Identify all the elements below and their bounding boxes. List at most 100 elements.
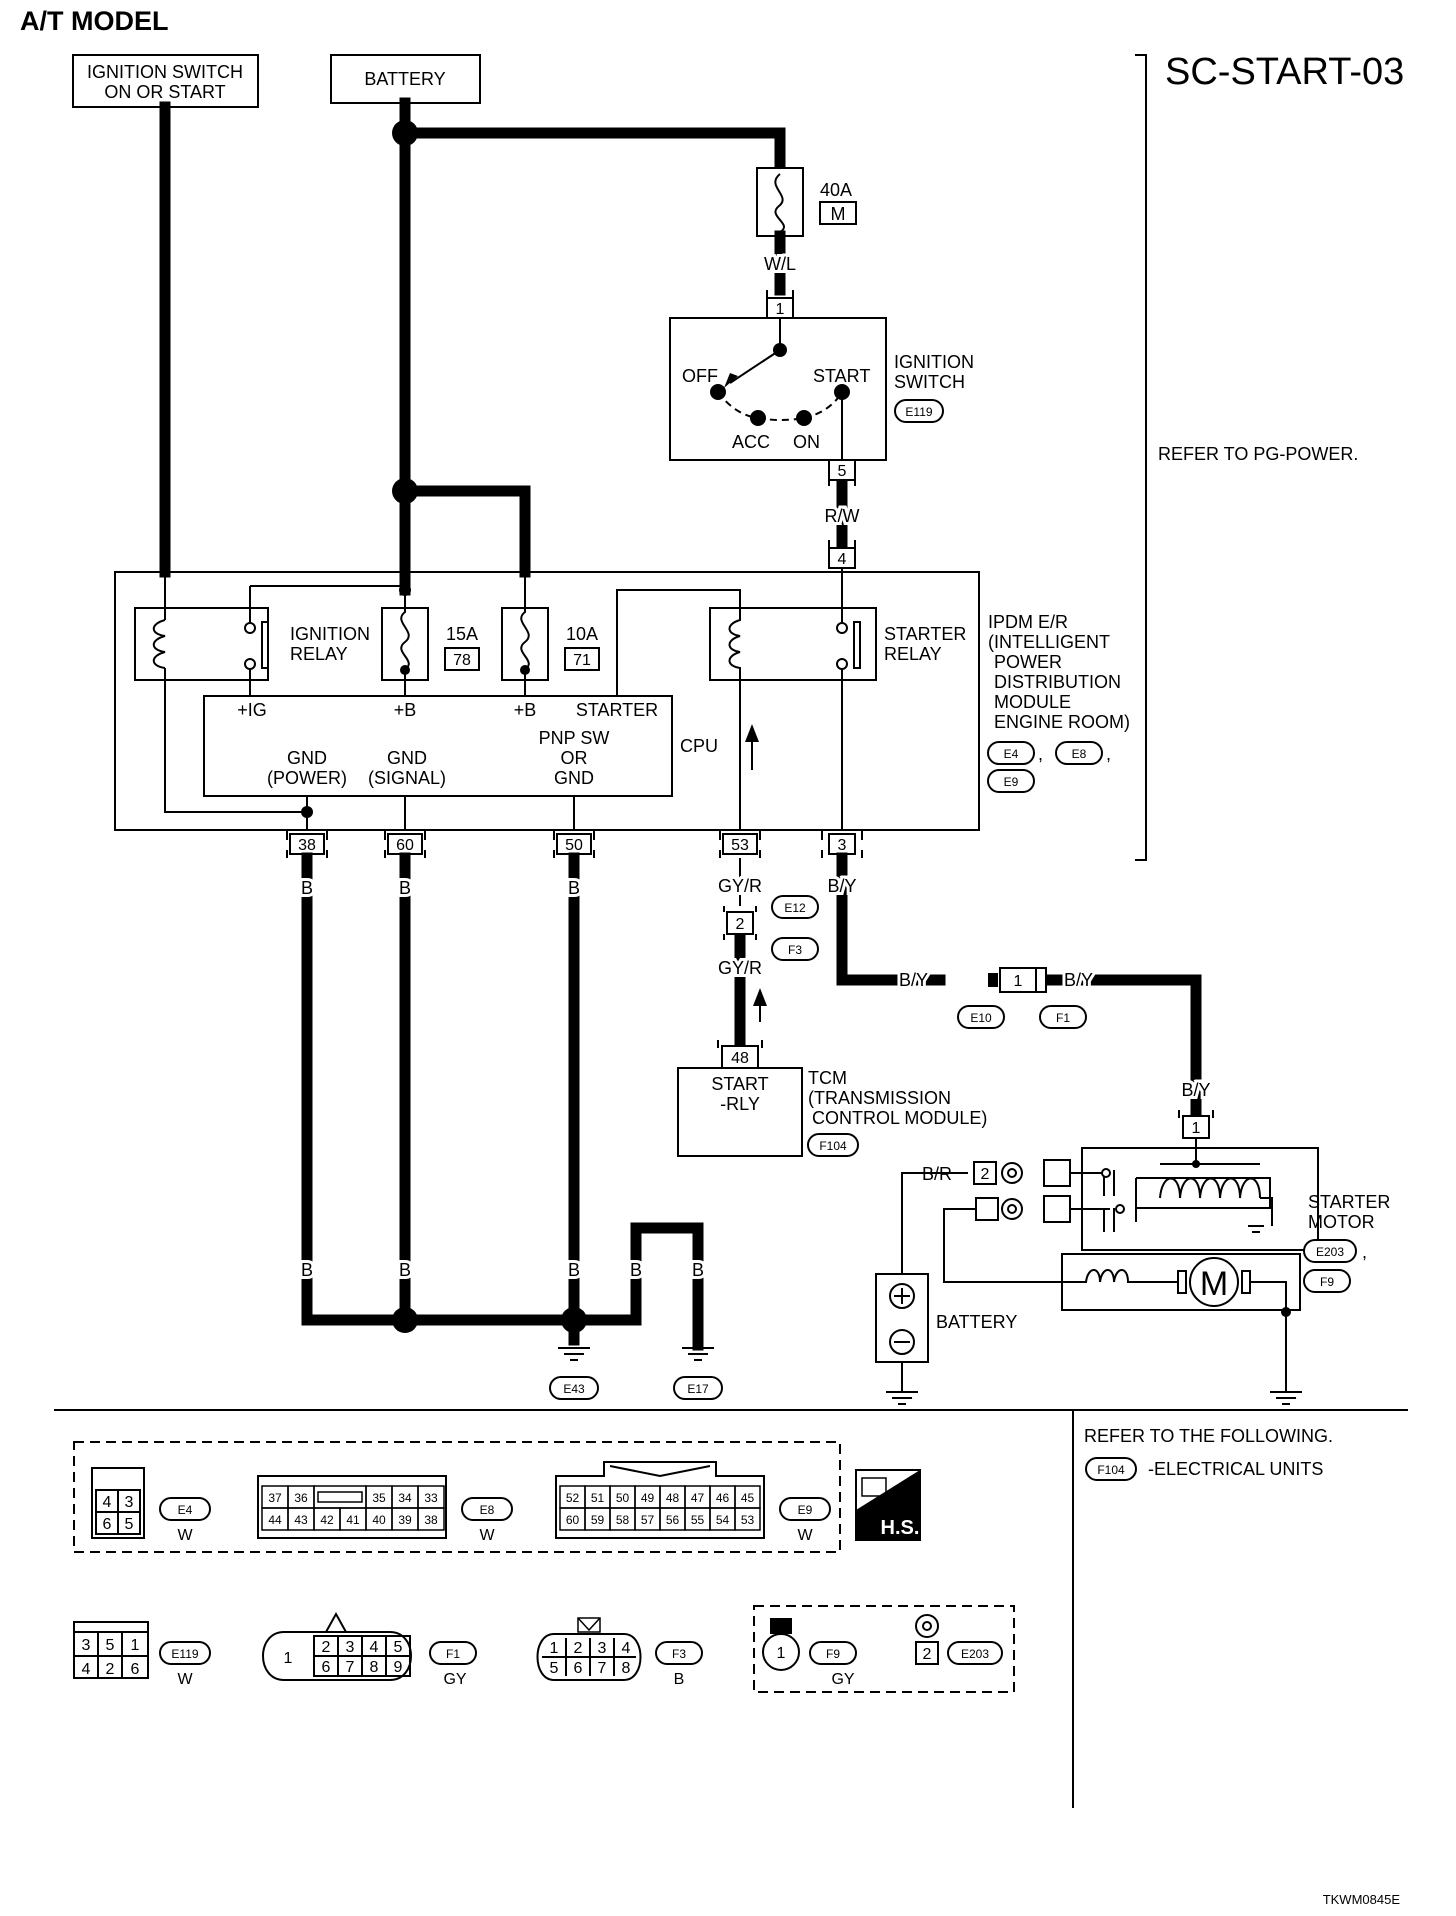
starter-motor-return bbox=[1250, 1281, 1287, 1310]
ign-relay-label1: IGNITION bbox=[290, 624, 370, 644]
pin-number: 49 bbox=[641, 1491, 655, 1505]
pin-number: 51 bbox=[591, 1491, 605, 1505]
cpu-term-b2: +B bbox=[514, 700, 537, 720]
fuse-15a-no: 78 bbox=[453, 652, 471, 669]
face-e4-shell bbox=[91, 1467, 145, 1539]
pin-number: 33 bbox=[424, 1491, 438, 1505]
starter-motor-label2: MOTOR bbox=[1308, 1212, 1375, 1232]
face-f1-r1c2: 8 bbox=[370, 1659, 379, 1676]
face-f1-big: 1 bbox=[284, 1650, 293, 1667]
pin-number: 41 bbox=[346, 1513, 360, 1527]
face-f1-cells bbox=[314, 1636, 410, 1676]
tcm-pin-sides bbox=[717, 1040, 763, 1048]
face-e4-r1c1: 5 bbox=[125, 1516, 134, 1533]
starter-relay-box bbox=[709, 607, 877, 681]
starter-relay-label2: RELAY bbox=[884, 644, 942, 664]
joint-conn-f3: F3 bbox=[788, 943, 802, 957]
face-e119-shell bbox=[73, 1621, 149, 1679]
ipdm-conn-e4: E4 bbox=[1004, 747, 1019, 761]
wire-label-by-4: B/Y bbox=[1181, 1080, 1210, 1100]
face-f1-r0c2: 4 bbox=[370, 1639, 379, 1656]
pin-number: 53 bbox=[741, 1513, 755, 1527]
starter-contact-pt2 bbox=[1115, 1204, 1125, 1214]
conn-pin5-sides bbox=[828, 478, 856, 486]
splice-gnd-2 bbox=[561, 1307, 587, 1333]
face-f1-r1c1: 7 bbox=[346, 1659, 355, 1676]
ground-e43: E43 bbox=[563, 1382, 585, 1396]
pin-number: 39 bbox=[398, 1513, 412, 1527]
starter-relay-label1: STARTER bbox=[884, 624, 966, 644]
svg-text:B: B bbox=[692, 1260, 704, 1280]
starter-brush-right bbox=[1241, 1270, 1251, 1294]
starter-relay-control bbox=[616, 589, 741, 696]
starter-pin1-sides bbox=[1178, 1110, 1214, 1118]
hs-connector-icon bbox=[861, 1477, 887, 1497]
joint-conn-box bbox=[726, 911, 754, 935]
face-f3-r0c2: 3 bbox=[598, 1640, 607, 1657]
fuse-10a-element bbox=[520, 572, 530, 696]
face-e119-r1c2: 6 bbox=[131, 1661, 140, 1678]
svg-text:B: B bbox=[301, 1260, 313, 1280]
pin-number: 58 bbox=[616, 1513, 630, 1527]
tcm-pin: 48 bbox=[731, 1050, 749, 1067]
starter-pin2-box bbox=[973, 1161, 997, 1185]
ign-switch-connector: E119 bbox=[905, 405, 932, 419]
ignition-source-box bbox=[72, 54, 259, 108]
face-e4-r1c0: 6 bbox=[103, 1516, 112, 1533]
wire-gnd-jumper bbox=[568, 1222, 704, 1351]
fuse-10a-no: 71 bbox=[573, 652, 591, 669]
pin-number: 55 bbox=[691, 1513, 705, 1527]
wire-label-wl: W/L bbox=[764, 254, 796, 274]
starter-pin2: 2 bbox=[981, 1166, 990, 1183]
svg-text:B: B bbox=[399, 1260, 411, 1280]
inline-conn-e10: E10 bbox=[970, 1011, 992, 1025]
ign-switch-label2: SWITCH bbox=[894, 372, 965, 392]
pin-number: 36 bbox=[294, 1491, 308, 1505]
pin-cell bbox=[417, 1507, 445, 1531]
face-e203-id: E203 bbox=[961, 1647, 989, 1661]
face-e4-badge bbox=[159, 1497, 211, 1521]
refer-pg-power: REFER TO PG-POWER. bbox=[1158, 444, 1358, 464]
face-e203-badge bbox=[947, 1641, 1003, 1665]
ign-label-start: START bbox=[813, 366, 870, 386]
ipdm-pin-3: 3 bbox=[838, 837, 847, 854]
face-e9-latch bbox=[609, 1465, 711, 1478]
ipdm-conn-sep2: , bbox=[1106, 744, 1111, 764]
face-f3-r0c1: 2 bbox=[574, 1640, 583, 1657]
battery-symbol-label: BATTERY bbox=[936, 1312, 1017, 1332]
footer-code: TKWM0845E bbox=[1323, 1892, 1401, 1907]
cpu-term-starter: STARTER bbox=[576, 700, 658, 720]
face-e119-r0c1: 5 bbox=[106, 1637, 115, 1654]
pin-number: 45 bbox=[741, 1491, 755, 1505]
starter-conn-sep: , bbox=[1362, 1242, 1367, 1262]
wire-gnd-38 bbox=[301, 852, 580, 1326]
wire-battery-to-fuse71 bbox=[399, 485, 531, 578]
joint-conn-e12: E12 bbox=[784, 901, 806, 915]
ipdm-pin-50: 50 bbox=[565, 837, 583, 854]
starter-relay-contact-a bbox=[836, 622, 848, 634]
ipdm-pin-53: 53 bbox=[731, 837, 749, 854]
splice-gnd-1 bbox=[392, 1307, 418, 1333]
ipdm-label-4: MODULE bbox=[994, 692, 1071, 712]
ign-switch-arc bbox=[717, 391, 843, 421]
ipdm-label-0: IPDM E/R bbox=[988, 612, 1068, 632]
ipdm-pin-38: 38 bbox=[298, 837, 316, 854]
starter-stud-br-inner bbox=[1007, 1168, 1017, 1178]
fuse-40a-tag: M bbox=[831, 204, 846, 224]
tcm-connector: F104 bbox=[819, 1139, 847, 1153]
cpu-label: CPU bbox=[680, 736, 718, 756]
face-e8-color: W bbox=[479, 1527, 495, 1544]
face-f3-cells bbox=[542, 1638, 636, 1676]
joint-conn-sides-2 bbox=[723, 934, 757, 940]
pin-number: 50 bbox=[616, 1491, 630, 1505]
pin-number: 60 bbox=[566, 1513, 580, 1527]
ign-switch-pin5: 5 bbox=[838, 463, 847, 480]
starter-armature bbox=[1189, 1257, 1239, 1307]
starter-ground-symbol bbox=[1270, 1391, 1302, 1405]
ground-e17-badge bbox=[673, 1376, 723, 1400]
ipdm-label-2: POWER bbox=[994, 652, 1062, 672]
refer-connector-badge bbox=[1085, 1457, 1137, 1481]
fuse-40a-element bbox=[774, 173, 785, 233]
starter-field-coil bbox=[1062, 1269, 1178, 1283]
